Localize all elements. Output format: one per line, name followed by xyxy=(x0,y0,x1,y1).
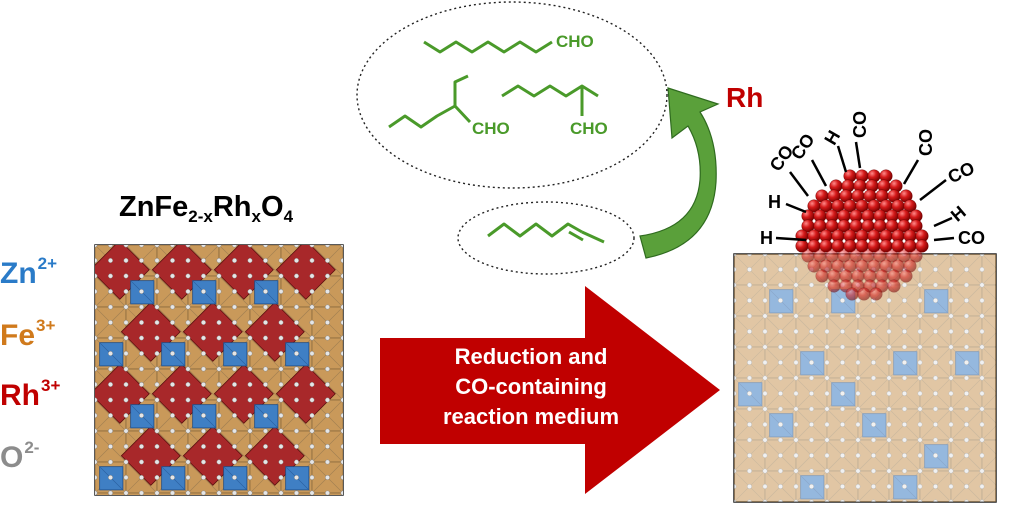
formula-part-1: ZnFe xyxy=(119,191,189,223)
product-2-cho: CHO xyxy=(472,119,510,138)
adsorbate-co-5: CO xyxy=(945,158,978,188)
legend-rh-charge: 3+ xyxy=(41,376,61,395)
reduction-arrow xyxy=(380,286,720,494)
hexene-double-bond xyxy=(568,230,584,242)
formula-part-3: O xyxy=(261,191,284,223)
adsorbate-co-6: CO xyxy=(958,228,985,248)
spinel-structure xyxy=(94,244,344,496)
legend-fe-text: Fe xyxy=(0,319,36,352)
arrow-text-line-3: reaction medium xyxy=(442,404,620,429)
formula-title: ZnFe2-xRhxO4 xyxy=(119,191,293,227)
rh-particle-label: Rh xyxy=(726,82,764,113)
legend-fe-charge: 3+ xyxy=(36,316,56,335)
product-3-cho: CHO xyxy=(570,119,608,138)
hexene-molecule xyxy=(487,222,583,238)
legend-fe: Fe3+ xyxy=(0,316,55,353)
arrow-text-line-2: CO-containing xyxy=(455,374,607,399)
formula-sub-1: 2-x xyxy=(188,207,213,226)
legend-zn: Zn2+ xyxy=(0,254,57,291)
adsorbate-h-1: H xyxy=(820,127,844,148)
hexene-terminal-bond xyxy=(581,230,605,244)
adsorbate-co-3: CO xyxy=(850,111,870,138)
products-ellipse xyxy=(356,1,668,189)
reduction-arrow-text: Reduction and CO-containing reaction med… xyxy=(386,342,676,432)
legend-rh-text: Rh xyxy=(0,379,40,412)
product-branched-aldehyde-2 xyxy=(501,84,599,98)
adsorbate-h-4: H xyxy=(947,202,970,226)
product-1-cho: CHO xyxy=(556,32,594,51)
adsorbate-h-3: H xyxy=(760,228,773,248)
legend-o-text: O xyxy=(0,441,24,474)
curved-arrow xyxy=(639,87,720,259)
adsorbate-bonds xyxy=(775,141,955,242)
formula-sub-2: x xyxy=(251,207,261,226)
product-2-branch xyxy=(453,104,472,124)
formula-part-2: Rh xyxy=(212,191,252,223)
adsorbate-h-2: H xyxy=(768,192,781,212)
arrow-text-line-1: Reduction and xyxy=(454,344,608,369)
legend-zn-text: Zn xyxy=(0,257,37,290)
legend-rh: Rh3+ xyxy=(0,376,60,413)
legend-o-charge: 2- xyxy=(24,438,40,457)
formula-sub-3: 4 xyxy=(283,207,294,226)
reactant-ellipse xyxy=(457,201,635,275)
product-linear-aldehyde xyxy=(423,40,553,54)
spinel-lattice xyxy=(95,245,343,495)
product-branched-aldehyde-1 xyxy=(388,74,469,129)
adsorbate-co-4: CO xyxy=(916,129,936,156)
legend-o: O2- xyxy=(0,438,39,475)
rh-nanoparticle xyxy=(795,169,929,301)
legend-zn-charge: 2+ xyxy=(37,254,58,273)
